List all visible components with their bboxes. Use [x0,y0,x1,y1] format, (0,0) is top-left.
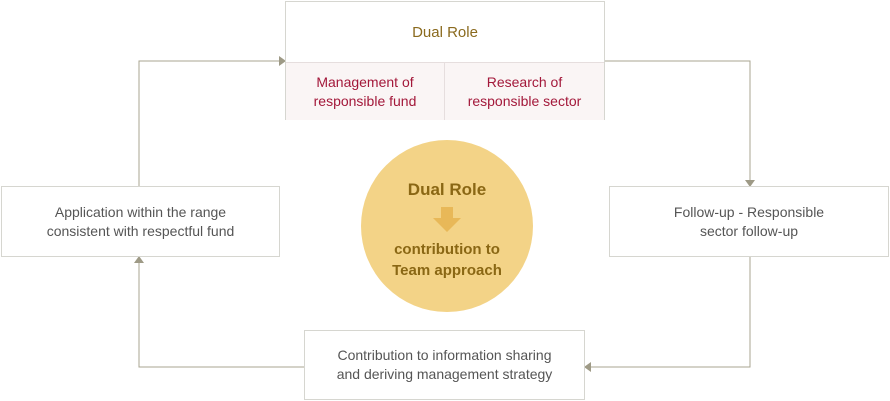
circle-subtitle: contribution to Team approach [392,241,502,279]
down-arrow-icon [433,207,461,232]
connector-bottom-to-left [138,262,304,368]
application-box: Application within the range consistent … [1,186,280,257]
connector-top-to-right [605,60,751,180]
circle-title: Dual Role [407,180,487,199]
arrowhead-left [584,362,591,372]
center-circle: Dual Role contribution to Team approach [361,140,533,312]
arrowhead-down [745,180,755,187]
research-sector-cell: Research of responsible sector [445,62,604,120]
connector-right-to-bottom [590,257,751,368]
dual-role-title: Dual Role [412,23,478,41]
dual-role-box: Dual Role Management of responsible fund… [285,1,605,120]
follow-up-box: Follow-up - Responsible sector follow-up [609,186,889,257]
arrowhead-up [134,256,144,263]
contribution-box: Contribution to information sharing and … [304,330,585,400]
connector-left-to-top [138,60,279,186]
arrowhead-right [279,56,286,66]
management-fund-cell: Management of responsible fund [286,62,445,120]
